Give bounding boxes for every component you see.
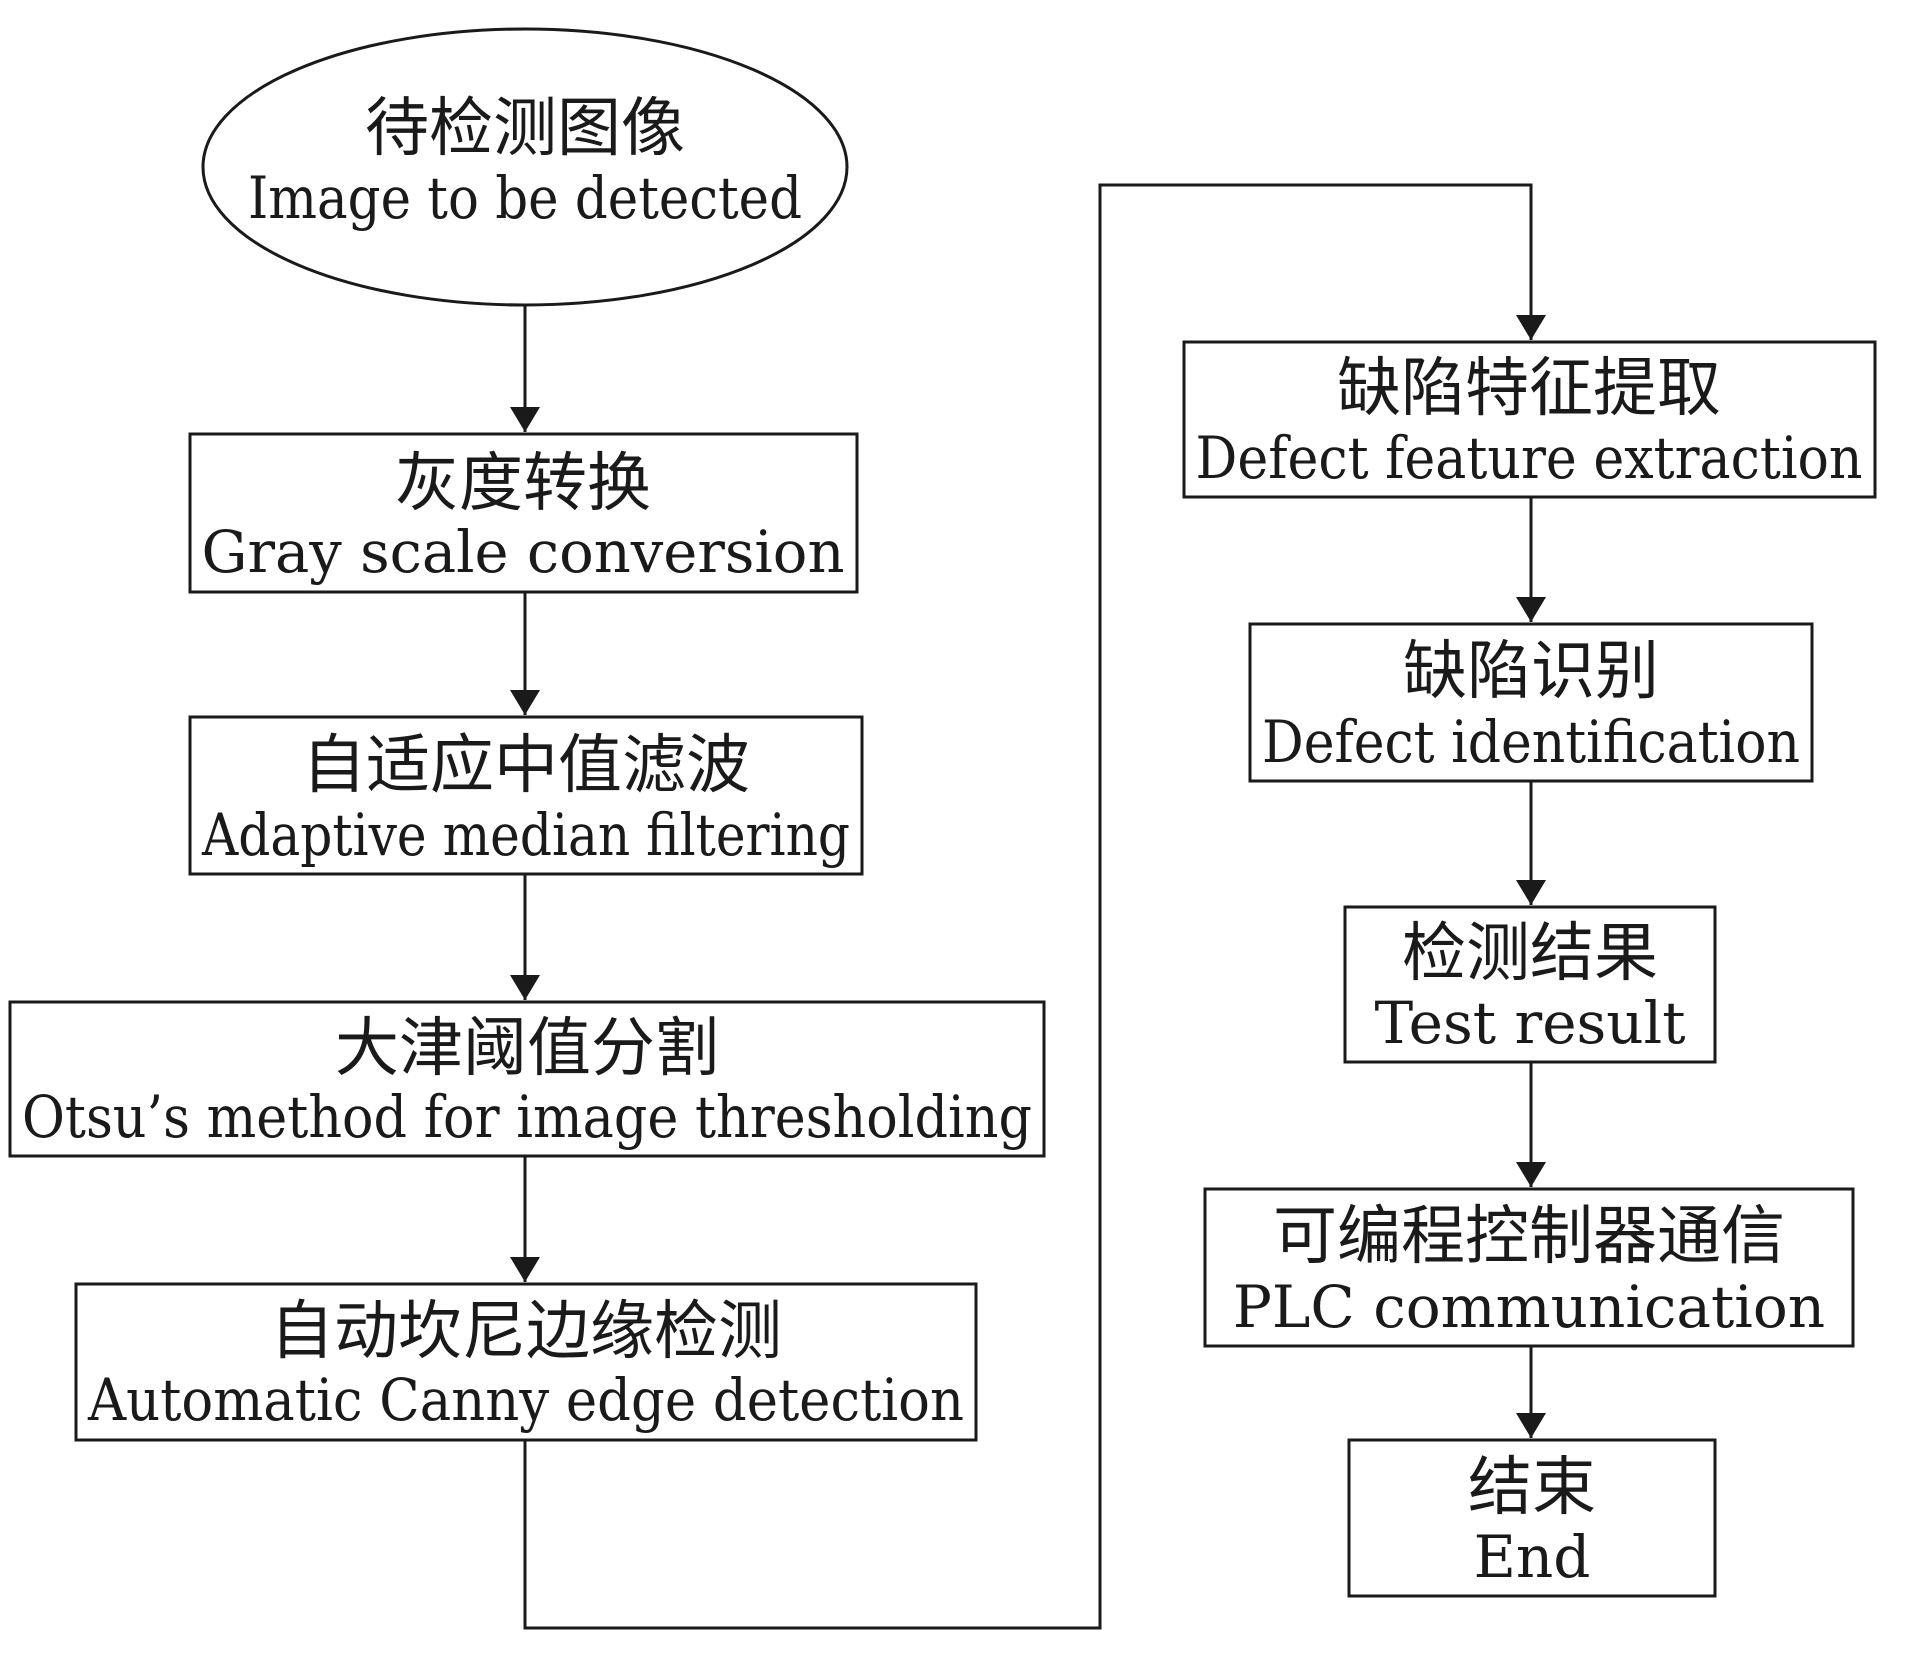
node-defect-feature: 缺陷特征提取 Defect feature extraction [1182, 340, 1877, 499]
node-median-en-label: Adaptive median filtering [201, 801, 850, 869]
node-otsu-threshold: 大津阈值分割 Otsu’s method for image threshold… [8, 1000, 1046, 1158]
node-canny-zh-label: 自动坎尼边缘检测 [270, 1295, 782, 1369]
node-result-zh-label: 检测结果 [1402, 917, 1658, 991]
node-gray-scale: 灰度转换 Gray scale conversion [188, 432, 859, 594]
node-plc-zh-label: 可编程控制器通信 [1273, 1200, 1785, 1274]
node-feature-en-label: Defect feature extraction [1196, 424, 1863, 492]
node-canny-en-label: Automatic Canny edge detection [87, 1366, 964, 1434]
node-result-en-label: Test result [1374, 989, 1685, 1057]
node-canny-edge: 自动坎尼边缘检测 Automatic Canny edge detection [74, 1282, 978, 1442]
node-end: 结束 End [1347, 1438, 1717, 1598]
node-identify-en-label: Defect identification [1262, 708, 1800, 776]
node-start: 待检测图像 Image to be detected [201, 27, 849, 307]
node-start-zh-label: 待检测图像 [365, 92, 685, 166]
node-start-en-label: Image to be detected [248, 164, 802, 232]
node-otsu-en-label: Otsu’s method for image thresholding [22, 1083, 1032, 1151]
node-gray-zh-label: 灰度转换 [395, 447, 651, 521]
node-end-zh-label: 结束 [1468, 1451, 1596, 1525]
node-identify-zh-label: 缺陷识别 [1403, 635, 1659, 709]
arrow-canny-to-feature [523, 183, 1546, 1630]
node-end-en-label: End [1474, 1523, 1591, 1591]
node-feature-zh-label: 缺陷特征提取 [1337, 352, 1721, 426]
node-gray-en-label: Gray scale conversion [202, 518, 845, 586]
node-median-zh-label: 自适应中值滤波 [302, 729, 750, 803]
node-otsu-zh-label: 大津阈值分割 [335, 1012, 719, 1086]
node-plc-en-label: PLC communication [1233, 1273, 1825, 1341]
node-defect-identification: 缺陷识别 Defect identification [1248, 622, 1814, 783]
node-test-result: 检测结果 Test result [1343, 905, 1717, 1064]
node-median-filter: 自适应中值滤波 Adaptive median filtering [188, 715, 864, 876]
node-plc-communication: 可编程控制器通信 PLC communication [1203, 1187, 1855, 1348]
